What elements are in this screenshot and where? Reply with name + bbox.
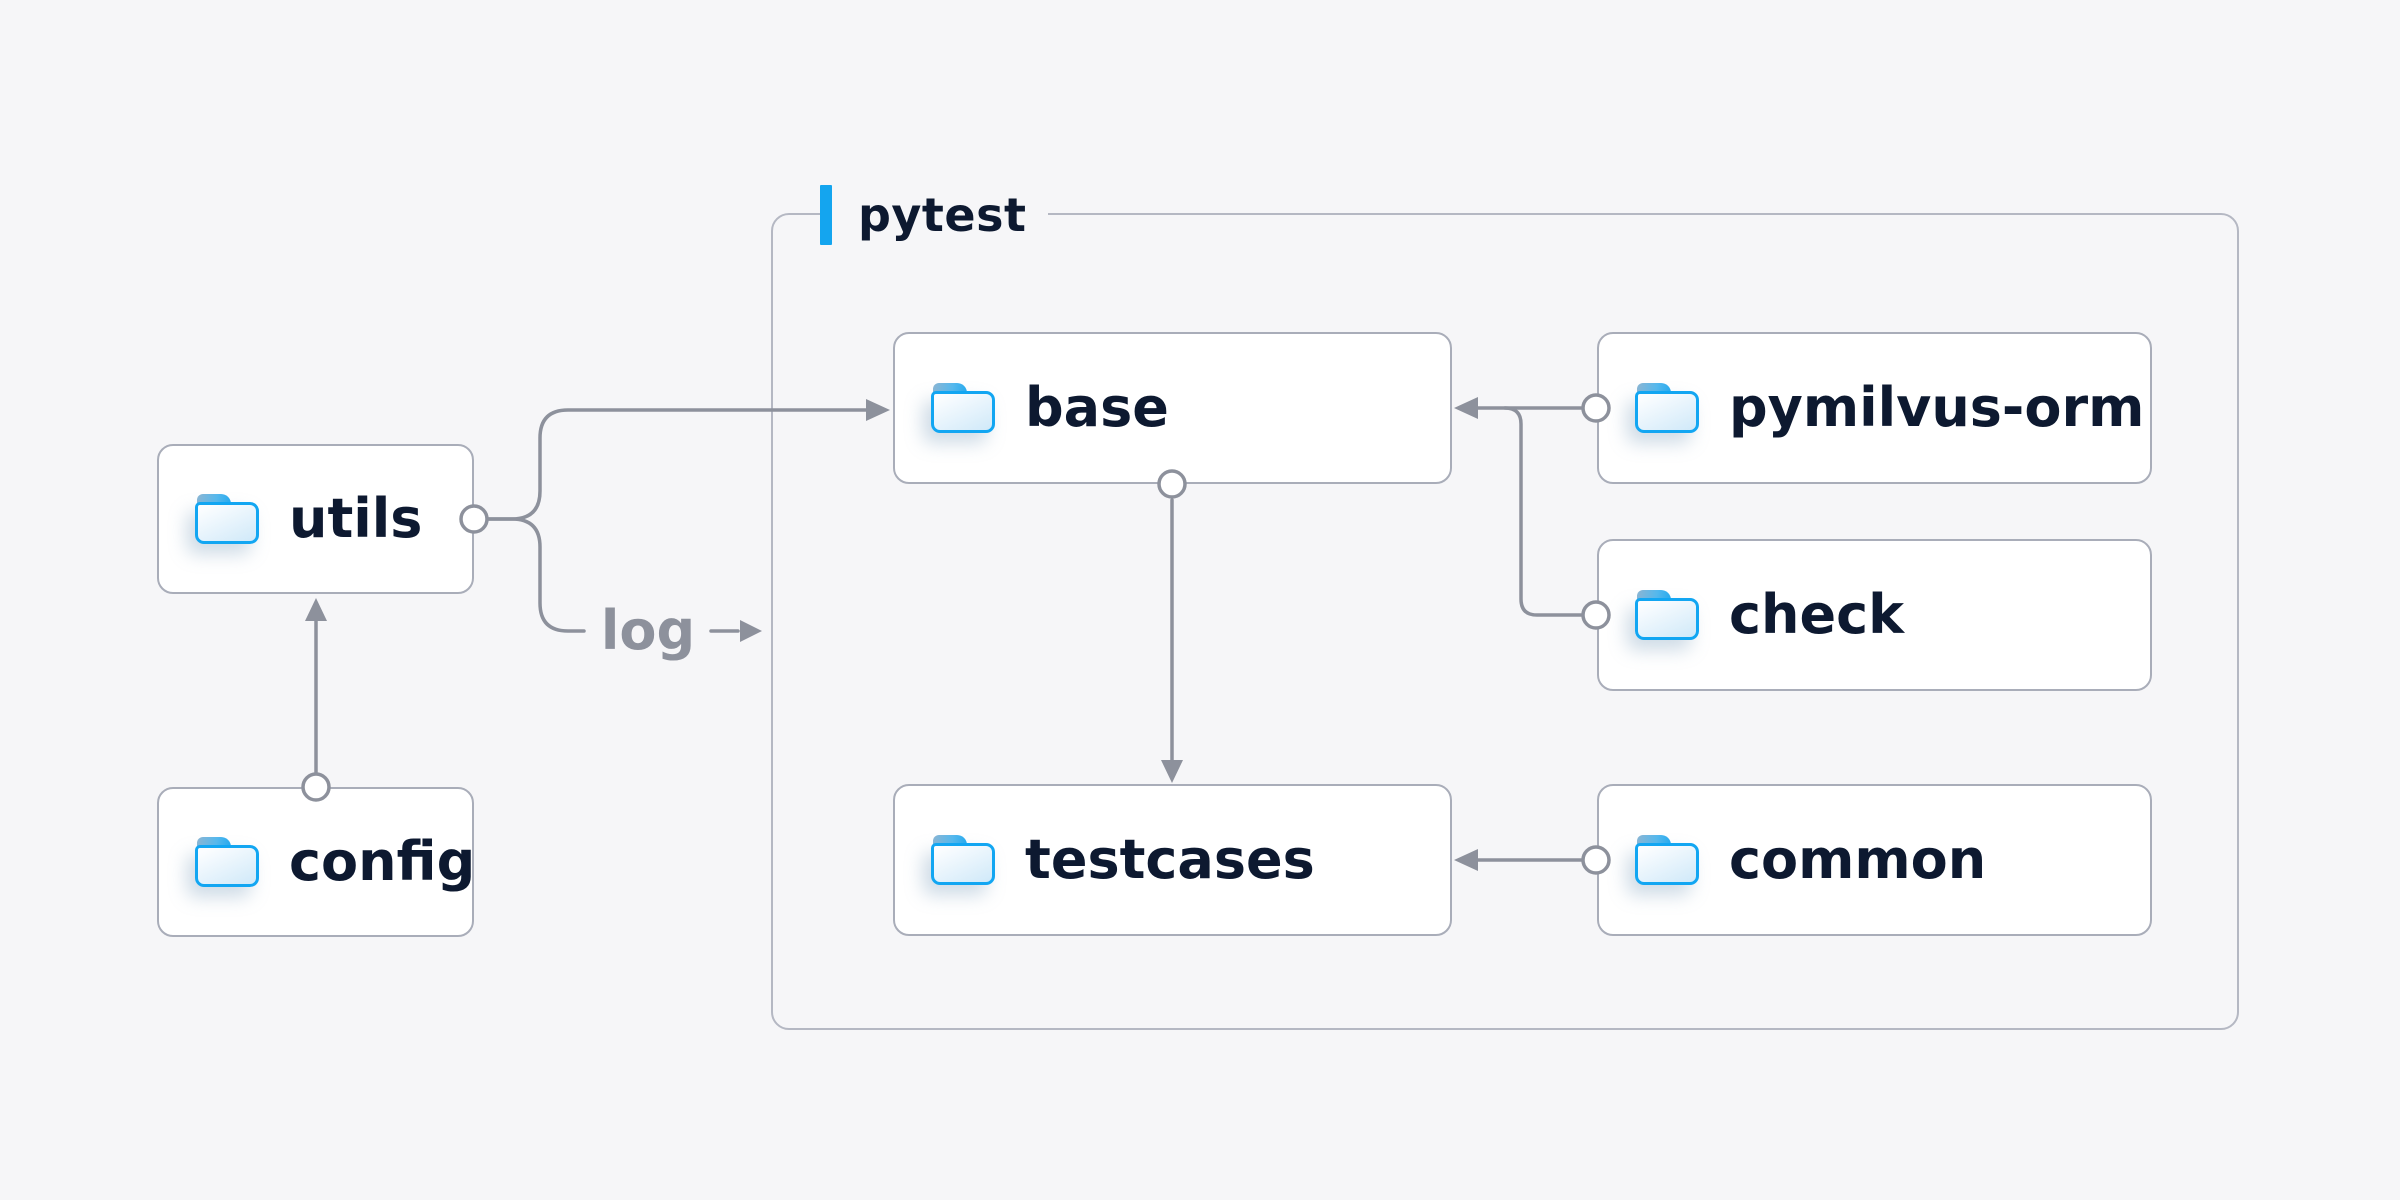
- node-testcases: testcases: [893, 784, 1452, 936]
- folder-body: [195, 845, 259, 887]
- node-common: common: [1597, 784, 2152, 936]
- node-label-config: config: [289, 830, 476, 893]
- folder-body: [931, 843, 995, 885]
- node-label-check: check: [1729, 583, 1904, 646]
- node-config: config: [157, 787, 476, 937]
- node-label-pymilvus-orm: pymilvus-orm: [1729, 376, 2145, 439]
- arrowhead-into-utils-bottom: [305, 598, 327, 621]
- node-base: base: [893, 332, 1452, 484]
- node-utils: utils: [157, 444, 474, 594]
- folder-icon: [931, 383, 995, 433]
- folder-body: [1635, 391, 1699, 433]
- node-label-base: base: [1025, 376, 1169, 439]
- node-pymilvus-orm: pymilvus-orm: [1597, 332, 2152, 484]
- folder-icon: [1635, 383, 1699, 433]
- pytest-group: [771, 213, 2239, 1030]
- node-label-utils: utils: [289, 487, 423, 550]
- folder-icon: [195, 494, 259, 544]
- arrowhead-log: [740, 620, 762, 642]
- folder-icon: [1635, 590, 1699, 640]
- log-label: log: [600, 599, 696, 662]
- pytest-group-title: pytest: [858, 188, 1027, 242]
- accent-bar-icon: [820, 185, 832, 245]
- folder-body: [195, 502, 259, 544]
- node-check: check: [1597, 539, 2152, 691]
- folder-body: [931, 391, 995, 433]
- edge-utils-log: [486, 517, 586, 633]
- folder-icon: [195, 837, 259, 887]
- folder-body: [1635, 598, 1699, 640]
- folder-icon: [1635, 835, 1699, 885]
- node-label-testcases: testcases: [1025, 828, 1315, 891]
- pytest-group-label: pytest: [820, 184, 1049, 246]
- folder-icon: [931, 835, 995, 885]
- node-label-common: common: [1729, 828, 1987, 891]
- folder-body: [1635, 843, 1699, 885]
